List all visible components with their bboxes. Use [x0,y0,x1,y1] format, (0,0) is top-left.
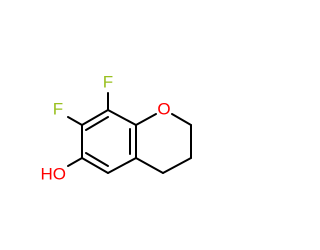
bond-c8-c7 [81,109,109,126]
fluorine-top-label: F [103,73,113,92]
atom-labels: F F O HO [41,73,171,184]
structure-canvas: F F O HO [41,73,192,184]
bond-c7-f [67,116,83,126]
ring-oxygen-label: O [157,100,170,119]
bond-c5-c4a [107,157,137,174]
bond-c6-oh [67,157,83,167]
bond-c3-c4 [162,157,192,174]
hydroxyl-label: HO [41,165,67,184]
bond-c8a-o1 [135,113,157,126]
bond-c6-c5 [81,157,109,174]
bond-c6-c5-inner [85,152,109,167]
bond-c8a-c8 [107,109,137,126]
fluorine-left-label: F [53,100,63,119]
bond-c8-c7-inner [85,116,109,131]
bond-lines [67,92,192,174]
bond-c4-c4a [135,157,164,174]
bond-o1-c2 [171,113,192,126]
